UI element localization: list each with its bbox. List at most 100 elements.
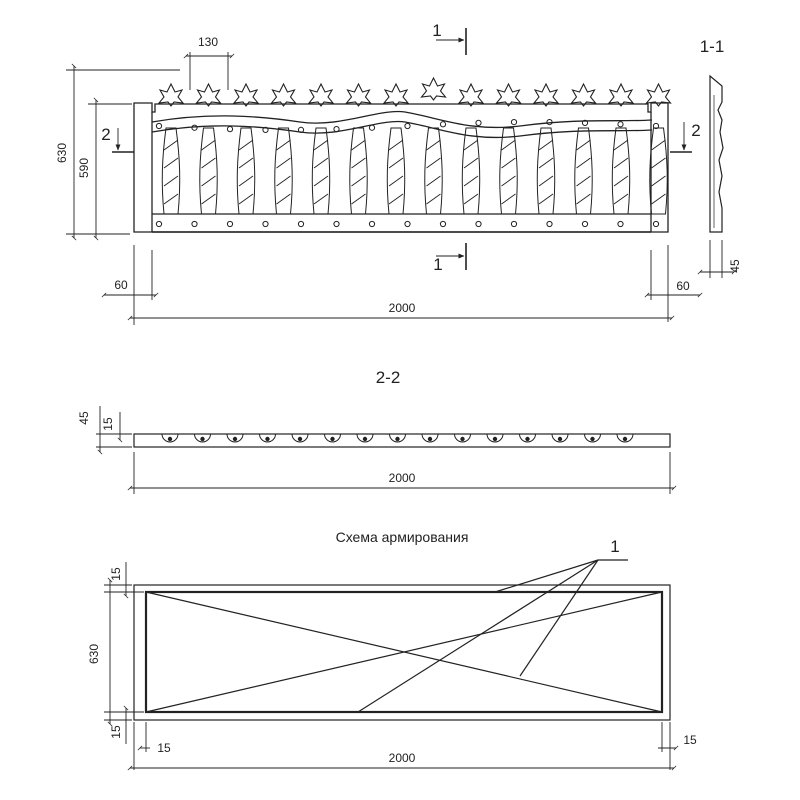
baluster-11 — [536, 127, 556, 215]
baluster-twist — [351, 193, 366, 205]
baluster-twist — [426, 193, 441, 205]
baluster-twist — [313, 175, 329, 187]
bolt-bottom-11 — [510, 220, 518, 228]
baluster-6 — [349, 127, 368, 215]
baluster-twist — [201, 175, 216, 187]
scallop-14 — [584, 433, 601, 443]
baluster-twist — [238, 157, 254, 169]
bolt-top-14 — [617, 121, 624, 128]
bolt-bottom-15 — [652, 220, 660, 228]
baluster-twist — [576, 139, 591, 151]
bolt-top-13 — [581, 119, 589, 126]
reinforcement-left-cover: 15 — [157, 741, 171, 755]
baluster-twist — [313, 193, 329, 205]
section-mark-top: 1 — [432, 21, 441, 40]
finial-14 — [645, 82, 672, 107]
scallop-13 — [551, 433, 569, 443]
scallop-7 — [356, 433, 374, 443]
section-2-2-outline — [133, 433, 671, 448]
leader-line-2 — [494, 559, 599, 593]
baluster-twist — [201, 139, 216, 151]
baluster-twist — [613, 139, 629, 151]
bolt-bottom-9 — [439, 220, 447, 228]
baluster-7 — [386, 127, 406, 215]
reinforcement-title: Схема армирования — [336, 529, 469, 545]
scallop-dot — [460, 436, 465, 442]
bolt-top-5 — [297, 126, 305, 133]
scallop-dot — [265, 436, 270, 442]
reinforcement-length: 2000 — [389, 751, 416, 765]
diagonal-bar-b — [145, 591, 663, 713]
scallop-dot — [297, 436, 303, 442]
baluster-twist — [651, 175, 666, 187]
baluster-twist — [613, 193, 629, 205]
section-mark-bottom: 1 — [433, 255, 442, 274]
scallop-15 — [616, 433, 634, 443]
finial-1 — [157, 82, 185, 107]
finial-12 — [570, 82, 597, 107]
baluster-13 — [611, 127, 631, 215]
reinforcement-outer-contour — [133, 584, 671, 721]
section-2-2-length: 2000 — [389, 471, 416, 485]
bottom-rail-bolts — [155, 220, 660, 228]
baluster-twist — [351, 139, 366, 151]
baluster-twist — [238, 193, 254, 205]
baluster-twist — [388, 193, 404, 205]
baluster-twist — [351, 175, 366, 187]
bolt-top-3 — [226, 126, 234, 133]
section-2-2-scallops — [161, 433, 634, 443]
elevation-view — [133, 76, 672, 233]
reinforcement-height: 630 — [87, 644, 101, 664]
dim-right-margin: 60 — [676, 279, 690, 293]
baluster-twist — [651, 193, 666, 205]
baluster-10 — [499, 127, 518, 215]
finial-7 — [382, 82, 410, 107]
bolt-top-7 — [368, 124, 376, 131]
section-2-2-title: 2-2 — [376, 368, 401, 387]
wavy-top-rail — [151, 110, 653, 129]
reinforcement-right-cover: 15 — [683, 733, 697, 747]
baluster-twist — [163, 157, 179, 169]
baluster-9 — [461, 127, 481, 215]
section-1-1-profile — [709, 74, 724, 233]
bolt-bottom-6 — [333, 220, 340, 228]
finial-9 — [457, 82, 485, 107]
scallop-dot — [622, 436, 628, 442]
bolt-bottom-14 — [617, 220, 624, 228]
finial-13 — [607, 82, 635, 107]
finial-11 — [532, 82, 560, 107]
baluster-twist — [276, 139, 291, 151]
section-1-1 — [697, 74, 737, 278]
baluster-twist — [613, 157, 629, 169]
baluster-3 — [236, 127, 256, 215]
baluster-twist — [613, 175, 629, 187]
baluster-twist — [463, 175, 479, 187]
baluster-twist — [313, 157, 329, 169]
bolt-bottom-13 — [581, 220, 589, 228]
baluster-twist — [163, 139, 179, 151]
scallop-dot — [492, 436, 498, 442]
section-mark-right: 2 — [691, 121, 700, 140]
baluster-twist — [238, 175, 254, 187]
scallop-1 — [161, 433, 179, 443]
baluster-twist — [276, 175, 291, 187]
baluster-twist — [538, 139, 554, 151]
baluster-14 — [649, 127, 668, 215]
baluster-2 — [199, 127, 218, 215]
scallop-3 — [226, 433, 244, 443]
scallop-12 — [519, 433, 536, 443]
bolt-bottom-3 — [226, 220, 234, 228]
baluster-twist — [238, 139, 254, 151]
leader-line-4 — [519, 559, 599, 677]
baluster-twist — [651, 157, 666, 169]
finial-2 — [195, 82, 222, 107]
baluster-twist — [163, 175, 179, 187]
baluster-twist — [501, 157, 516, 169]
baluster-row — [161, 127, 668, 215]
bolt-top-15 — [652, 122, 660, 130]
bolt-top-2 — [191, 124, 198, 131]
reinforcement-top-cover: 15 — [109, 567, 123, 581]
baluster-twist — [426, 139, 441, 151]
baluster-4 — [274, 127, 293, 215]
section-2-2 — [96, 406, 677, 494]
